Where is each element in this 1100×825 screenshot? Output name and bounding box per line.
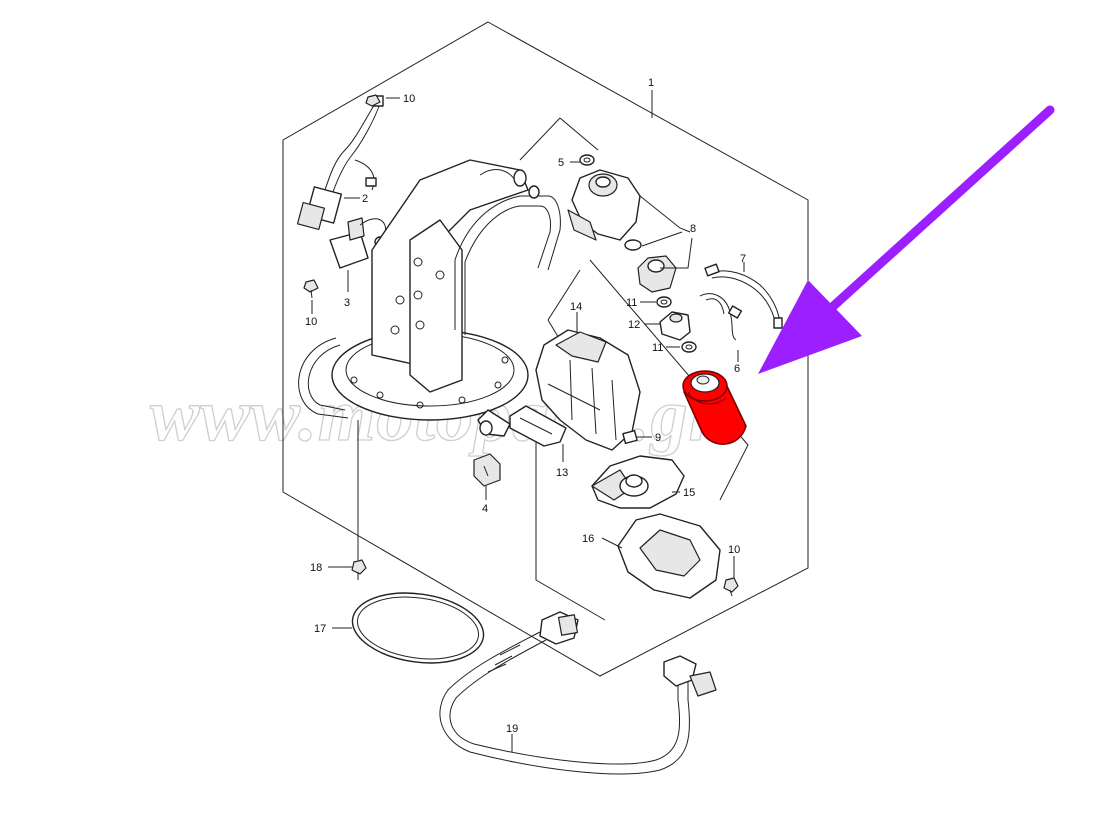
- assembly-outline: [282, 21, 809, 677]
- callout-11-upper: 11: [626, 297, 637, 309]
- part-10-bolt-left: [303, 279, 319, 299]
- part-8-pressure-regulator: [567, 169, 677, 293]
- callout-4: 4: [482, 503, 488, 515]
- callout-14: 14: [570, 301, 582, 313]
- part-5-o-ring: [579, 154, 595, 166]
- callout-17: 17: [314, 623, 326, 635]
- leader-lines: [311, 90, 745, 752]
- callout-10-right: 10: [728, 544, 740, 556]
- part-15-fuel-filter: [591, 455, 685, 509]
- part-4-cushion: [473, 453, 501, 487]
- callout-18: 18: [310, 562, 322, 574]
- callout-11-lower: 11: [652, 342, 663, 354]
- part-19-wiring-harness: [439, 611, 717, 775]
- callout-5: 5: [558, 157, 564, 169]
- part-10-bolt-right: [723, 577, 739, 597]
- part-18-bolt: [351, 559, 367, 580]
- callout-9: 9: [655, 432, 661, 444]
- callout-8: 8: [690, 223, 696, 235]
- subgroup-outline: [589, 259, 749, 501]
- callout-19: 19: [506, 723, 518, 735]
- callout-12: 12: [628, 319, 640, 331]
- part-16-holder: [617, 513, 721, 599]
- part-1-pump-bracket-flange: [298, 159, 561, 421]
- callout-13: 13: [556, 467, 568, 479]
- part-9-clip: [622, 429, 638, 445]
- part-14-pump-case: [535, 329, 641, 451]
- subgroup-edge: [519, 117, 561, 161]
- callout-2: 2: [362, 193, 368, 205]
- callout-16: 16: [582, 533, 594, 545]
- callout-10-left: 10: [305, 316, 317, 328]
- part-12-joint-pipe: [659, 311, 691, 341]
- part-11-o-ring-upper: [656, 296, 672, 308]
- part-13-connector: [509, 405, 567, 447]
- part-6-fuel-pump-highlighted: [682, 370, 747, 445]
- callout-10-top: 10: [403, 93, 415, 105]
- callout-3: 3: [344, 297, 350, 309]
- callout-15: 15: [683, 487, 695, 499]
- part-17-gasket: [351, 592, 485, 664]
- pointer-arrow-icon: [758, 105, 1055, 374]
- part-7-lead-wire: [699, 263, 783, 341]
- part-10-bolt-top: [365, 94, 381, 107]
- callout-1: 1: [648, 77, 654, 89]
- callout-labels: 1 10 2 3 10 5 8 7 11 12 11 6 14 9 13 15 …: [305, 77, 746, 735]
- part-2-wire-connector: [296, 95, 384, 231]
- part-11-o-ring-lower: [681, 341, 697, 353]
- callout-7: 7: [740, 253, 746, 265]
- fuel-outlet-pipe: [477, 409, 511, 437]
- callout-6: 6: [734, 363, 740, 375]
